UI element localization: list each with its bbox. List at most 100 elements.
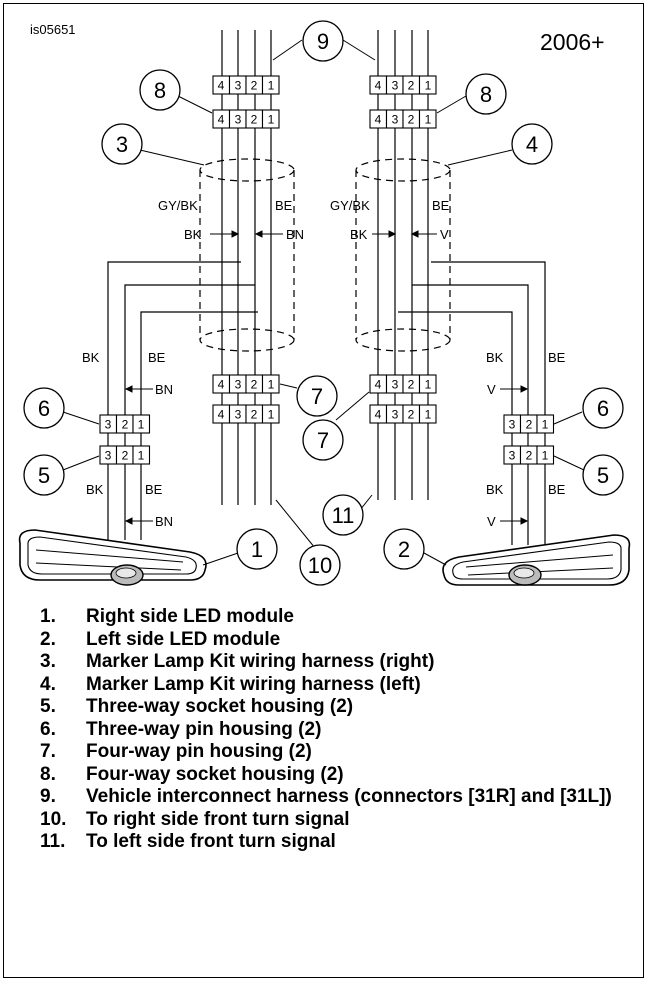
svg-text:9: 9 <box>317 29 329 54</box>
callout-8-left: 8 <box>139 69 181 111</box>
callout-3: 3 <box>101 123 143 165</box>
pin-label: 2 <box>408 79 415 93</box>
svg-text:4: 4 <box>526 132 538 157</box>
wire-label-be: BE <box>145 482 163 497</box>
callout-leaders <box>62 39 585 566</box>
wire-label-be-right: BE <box>275 198 293 213</box>
legend-item: 7.Four-way pin housing (2) <box>40 741 312 762</box>
model-year-label: 2006+ <box>540 29 605 55</box>
connector-5-left: 3 2 1 <box>99 445 151 465</box>
wire-label-gy-bk-left: GY/BK <box>330 198 370 213</box>
connector-7-right-socket: 4 3 2 1 <box>369 404 437 424</box>
connector-7-left-socket: 4 3 2 1 <box>212 404 280 424</box>
legend-item: 4.Marker Lamp Kit wiring harness (left) <box>40 673 421 695</box>
pin-label: 3 <box>235 113 242 127</box>
pin-label: 1 <box>542 449 549 463</box>
connector-9-right: 4 3 2 1 <box>369 75 437 95</box>
wire-label-bk: BK <box>486 482 504 497</box>
wire-label-pointers <box>124 230 529 525</box>
callout-4: 4 <box>511 123 553 165</box>
callout-1: 1 <box>236 528 278 570</box>
pin-label: 3 <box>392 408 399 422</box>
svg-text:3: 3 <box>116 132 128 157</box>
pin-label: 4 <box>375 79 382 93</box>
callout-11: 11 <box>322 494 364 536</box>
pin-label: 3 <box>105 449 112 463</box>
callout-10: 10 <box>299 544 341 586</box>
led-module-right <box>18 529 207 586</box>
wire-label-bk-right: BK <box>184 227 202 242</box>
wiring-diagram: is05651 2006+ <box>18 20 631 586</box>
right-wiring <box>377 30 546 545</box>
pin-label: 1 <box>268 113 275 127</box>
pin-label: 4 <box>218 113 225 127</box>
callout-7-left: 7 <box>302 419 344 461</box>
pin-label: 4 <box>375 113 382 127</box>
svg-text:6: 6 <box>597 396 609 421</box>
pin-label: 4 <box>218 79 225 93</box>
harness-sleeve-right <box>199 158 295 352</box>
legend-item: 10.To right side front turn signal <box>40 808 350 830</box>
wire-label-be: BE <box>148 350 166 365</box>
connector-5-right: 3 2 1 <box>503 445 555 465</box>
pin-label: 2 <box>408 113 415 127</box>
pin-label: 4 <box>218 378 225 392</box>
svg-text:8: 8 <box>480 82 492 107</box>
wire-label-bk-left: BK <box>350 227 368 242</box>
pin-label: 1 <box>542 418 549 432</box>
connector-7-right-pin: 4 3 2 1 <box>369 374 437 394</box>
pin-label: 2 <box>251 113 258 127</box>
harness-sleeve-left <box>355 158 451 352</box>
pin-label: 2 <box>408 378 415 392</box>
callout-7-right: 7 <box>296 375 338 417</box>
wire-label-be: BE <box>548 350 566 365</box>
connector-6-left: 3 2 1 <box>99 414 151 434</box>
wire-label-be: BE <box>548 482 566 497</box>
legend-list: 1.Right side LED module 2.Left side LED … <box>40 606 630 854</box>
pin-label: 2 <box>251 378 258 392</box>
pin-label: 3 <box>509 418 516 432</box>
pin-label: 1 <box>268 378 275 392</box>
led-module-left <box>442 534 631 586</box>
callout-5-left: 5 <box>23 454 65 496</box>
svg-text:11: 11 <box>332 503 355 528</box>
pin-label: 2 <box>408 408 415 422</box>
pin-label: 3 <box>235 408 242 422</box>
pin-label: 3 <box>392 79 399 93</box>
svg-text:6: 6 <box>38 396 50 421</box>
pin-label: 3 <box>235 378 242 392</box>
legend-item: 8.Four-way socket housing (2) <box>40 763 344 785</box>
left-wiring <box>107 30 272 540</box>
legend-item: 9.Vehicle interconnect harness (connecto… <box>40 786 612 807</box>
pin-label: 1 <box>425 79 432 93</box>
svg-text:8: 8 <box>154 78 166 103</box>
pin-label: 2 <box>526 449 533 463</box>
connector-9-left: 4 3 2 1 <box>212 75 280 95</box>
legend-item: 2.Left side LED module <box>40 628 281 650</box>
callout-2: 2 <box>383 528 425 570</box>
pin-label: 2 <box>122 418 129 432</box>
pin-label: 3 <box>235 79 242 93</box>
connector-7-left-pin: 4 3 2 1 <box>212 374 280 394</box>
wire-label-v-left: V <box>440 227 449 242</box>
pin-label: 1 <box>425 378 432 392</box>
callout-6-right: 6 <box>582 387 624 429</box>
svg-text:2: 2 <box>398 537 410 562</box>
wire-label-v: V <box>487 382 496 397</box>
callout-9: 9 <box>302 20 344 62</box>
pin-label: 1 <box>268 79 275 93</box>
pin-label: 3 <box>392 378 399 392</box>
pin-label: 4 <box>375 408 382 422</box>
pin-label: 1 <box>138 418 145 432</box>
wire-label-bk: BK <box>86 482 104 497</box>
legend-item: 5.Three-way socket housing (2) <box>40 696 354 717</box>
pin-label: 3 <box>105 418 112 432</box>
pin-label: 3 <box>392 113 399 127</box>
pin-label: 3 <box>509 449 516 463</box>
wire-label-gy-bk-right: GY/BK <box>158 198 198 213</box>
svg-text:1: 1 <box>251 537 263 562</box>
svg-text:5: 5 <box>597 463 609 488</box>
legend-item: 3.Marker Lamp Kit wiring harness (right) <box>40 651 435 672</box>
pin-label: 1 <box>425 408 432 422</box>
connector-6-right: 3 2 1 <box>503 414 555 434</box>
